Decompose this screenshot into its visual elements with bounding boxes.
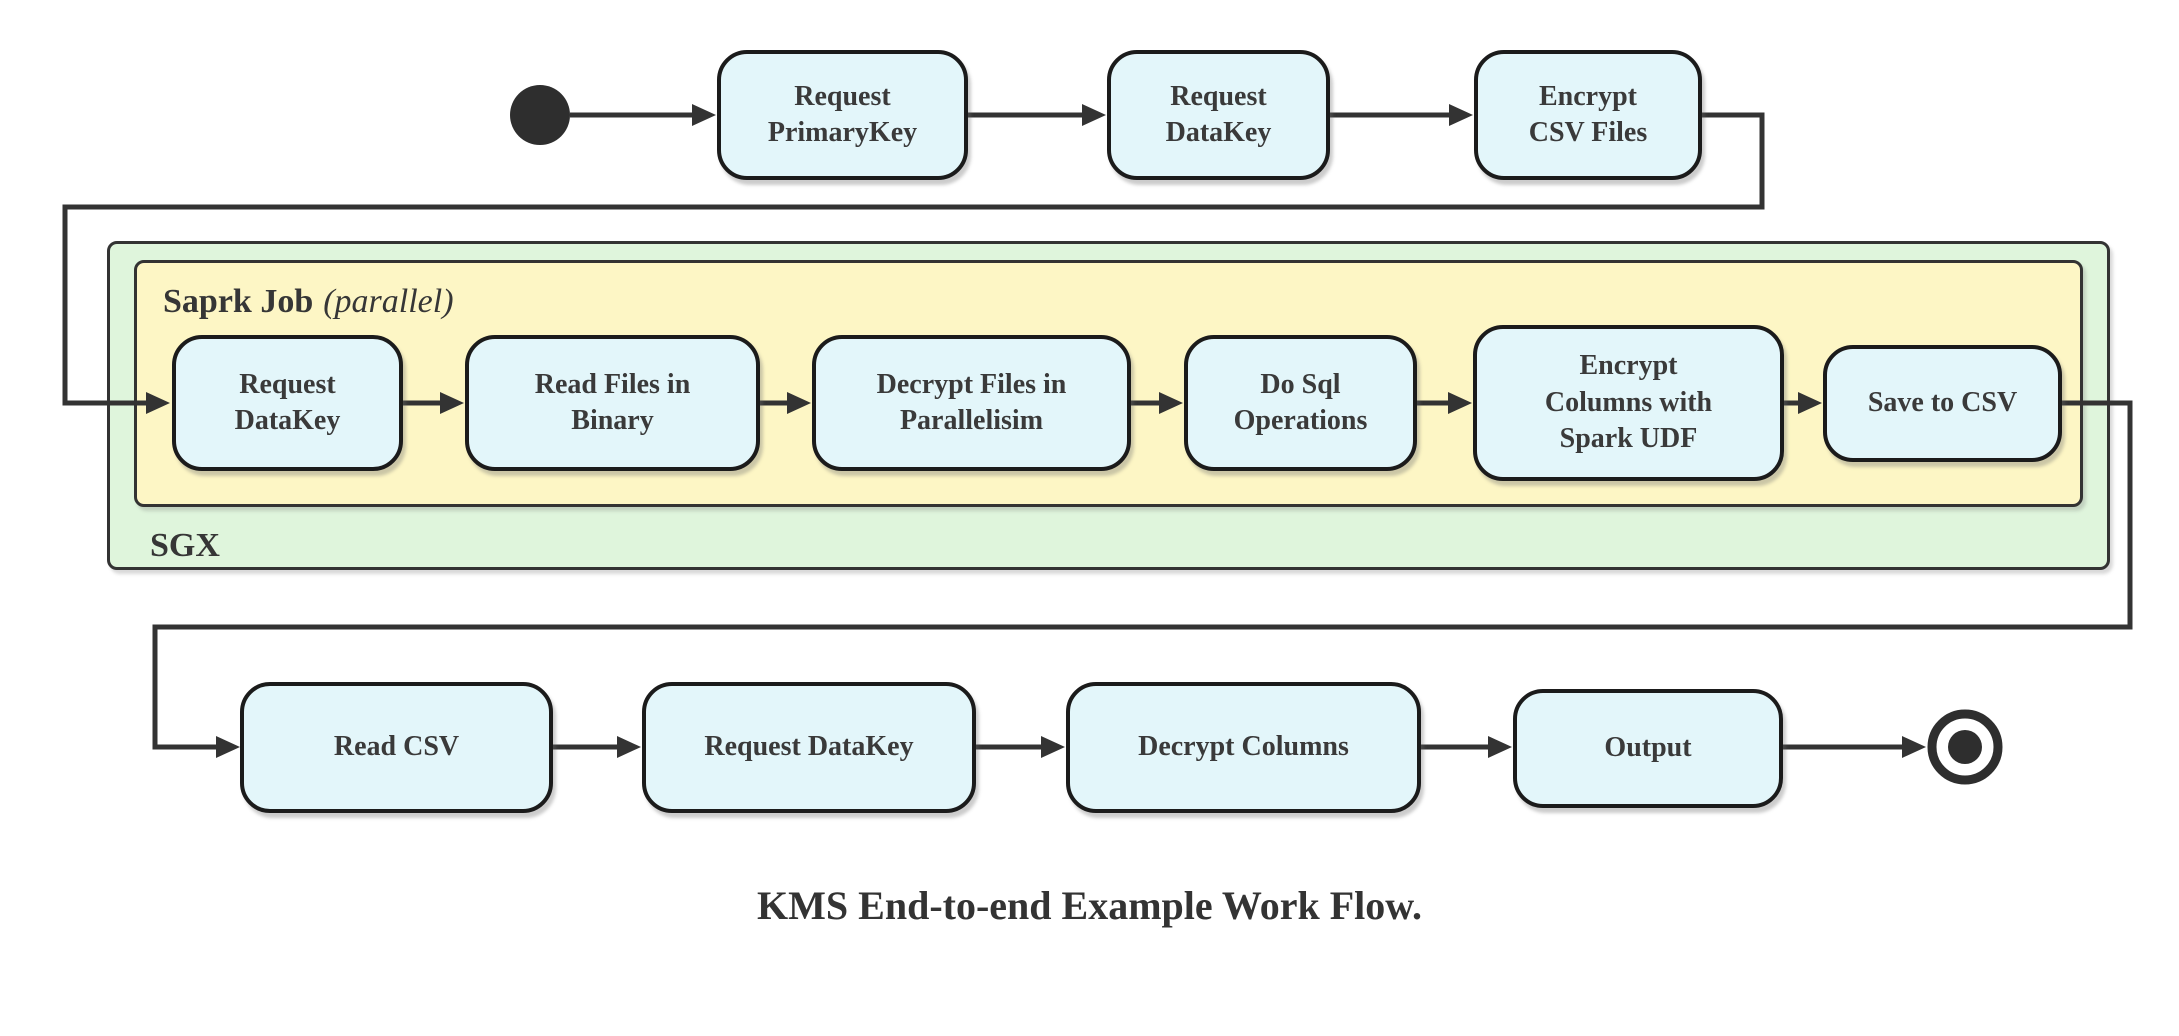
arrowhead (440, 392, 464, 414)
edge-encrypt-csv-to-sgx-request-datakey (62, 112, 1765, 406)
state-label: Output (1604, 732, 1692, 764)
arrowhead (617, 736, 641, 758)
state-label: Decrypt Files in Parallelisim (876, 368, 1067, 436)
state-request-datakey-top: Request DataKey (1107, 50, 1330, 180)
state-label: Request PrimaryKey (767, 80, 918, 148)
state-encrypt-csv-files: Encrypt CSV Files (1474, 50, 1702, 180)
state-decrypt-columns: Decrypt Columns (1066, 682, 1421, 813)
state-label: Encrypt Columns with Spark UDF (1544, 350, 1713, 455)
state-read-csv: Read CSV (240, 682, 553, 813)
arrowhead (1902, 736, 1926, 758)
state-save-to-csv: Save to CSV (1823, 345, 2062, 462)
state-request-datakey-sgx: Request DataKey (172, 335, 403, 471)
spark-job-label: Saprk Job(parallel) (163, 283, 454, 320)
arrowhead (1449, 104, 1473, 126)
state-read-files-in-binary: Read Files in Binary (465, 335, 760, 471)
state-label: Read CSV (333, 731, 460, 763)
sgx-label: SGX (150, 527, 220, 564)
arrowhead (1488, 736, 1512, 758)
arrowhead (692, 104, 716, 126)
arrowhead (1041, 736, 1065, 758)
arrowhead (146, 392, 170, 414)
state-label: Request DataKey (704, 731, 914, 763)
diagram-caption: KMS End-to-end Example Work Flow. (757, 883, 1422, 928)
end-state-inner-dot-icon (1948, 730, 1982, 764)
state-label: Read Files in Binary (534, 368, 691, 436)
sgx-label-text: SGX (150, 527, 220, 564)
edge-save-csv-to-read-csv (152, 400, 2133, 750)
start-state-icon (510, 85, 570, 145)
state-label: Request DataKey (1165, 80, 1272, 148)
state-encrypt-columns-with-spark-udf: Encrypt Columns with Spark UDF (1473, 325, 1784, 481)
state-decrypt-files-in-parallelisim: Decrypt Files in Parallelisim (812, 335, 1131, 471)
state-output: Output (1513, 689, 1783, 808)
state-label: Decrypt Columns (1138, 731, 1349, 763)
arrowhead (787, 392, 811, 414)
state-label: Save to CSV (1867, 387, 2018, 419)
spark-job-parallel-label: (parallel) (323, 283, 454, 320)
state-request-datakey-bottom: Request DataKey (642, 682, 976, 813)
state-label: Do Sql Operations (1233, 368, 1368, 436)
arrowhead (1448, 392, 1472, 414)
state-label: Encrypt CSV Files (1528, 80, 1648, 148)
state-label: Request DataKey (234, 368, 341, 436)
state-do-sql-operations: Do Sql Operations (1184, 335, 1417, 471)
arrowhead (1798, 392, 1822, 414)
arrowhead (1159, 392, 1183, 414)
state-request-primarykey: Request PrimaryKey (717, 50, 968, 180)
arrowhead (216, 736, 240, 758)
arrowhead (1082, 104, 1106, 126)
spark-job-label-text: Saprk Job (163, 283, 314, 320)
